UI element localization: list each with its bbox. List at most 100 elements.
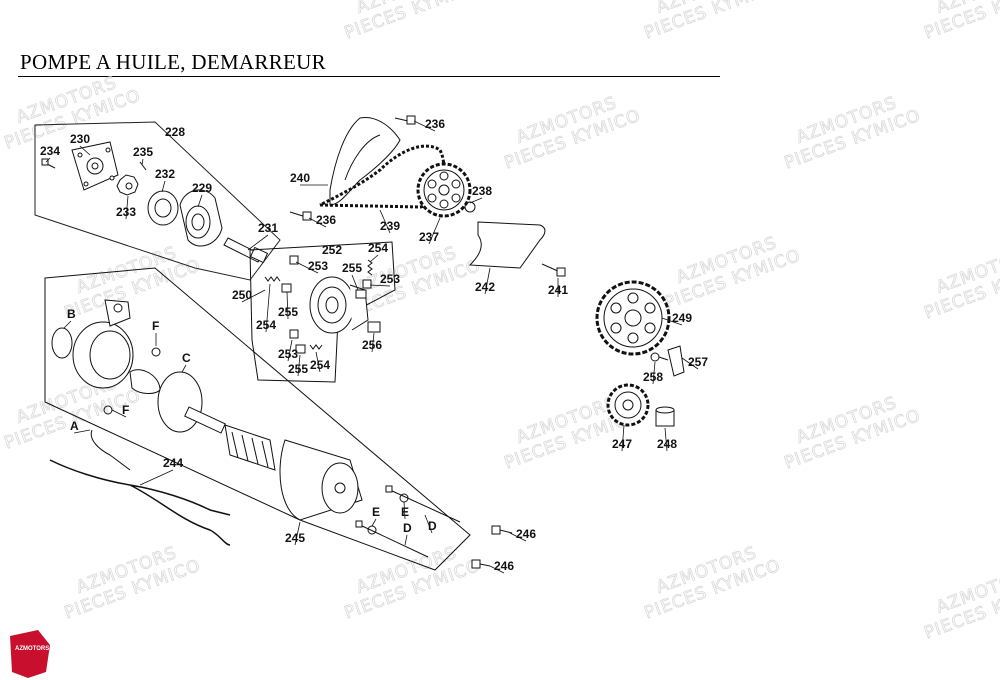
spring-254c: [309, 344, 323, 350]
part-label-p248: 248: [657, 437, 677, 451]
part-label-p229: 229: [192, 181, 212, 195]
chain-group: [289, 115, 476, 221]
wire-harness-244: [49, 459, 231, 546]
part-label-p256: 256: [362, 338, 382, 352]
part-label-p246a: 246: [516, 527, 536, 541]
part-label-pF2: F: [122, 403, 129, 417]
collar-256: [367, 321, 381, 333]
leader-line-p253c: [287, 339, 293, 362]
washer-E1: [367, 525, 377, 535]
part-label-p235: 235: [133, 145, 153, 159]
roller-255b: [281, 283, 292, 293]
shaft-258: [650, 352, 669, 362]
leader-line-p258: [652, 361, 656, 385]
part-label-p239: 239: [380, 219, 400, 233]
part-label-p237: 237: [419, 230, 439, 244]
leader-line-pF2: [111, 409, 127, 418]
starter-clutch-group: [249, 241, 396, 383]
leader-line-p239: [379, 209, 391, 234]
part-label-pC: C: [182, 351, 191, 365]
leader-line-p235: [141, 158, 144, 166]
leader-line-p237: [428, 217, 441, 245]
part-label-pB: B: [67, 307, 76, 321]
leader-line-p236a: [413, 120, 436, 132]
leader-line-p254c: [315, 351, 321, 373]
part-label-p252: 252: [322, 243, 342, 257]
leader-line-pE2: [403, 501, 406, 520]
roller-255a: [355, 289, 367, 299]
leader-line-p253b: [369, 284, 391, 287]
leader-line-p230: [79, 145, 91, 156]
bolt-241: [541, 263, 566, 277]
leader-line-p231: [247, 234, 269, 251]
part-label-p238: 238: [472, 184, 492, 198]
o-ring-B: [51, 327, 73, 359]
azmotors-logo: AZMOTORS: [10, 630, 50, 678]
part-label-p236a: 236: [425, 117, 445, 131]
part-label-p254b: 254: [256, 318, 276, 332]
leader-line-p253a: [295, 261, 319, 274]
part-label-p246b: 246: [494, 559, 514, 573]
part-label-p255b: 255: [278, 305, 298, 319]
long-bolt-D1: [385, 485, 461, 523]
page-title: POMPE A HUILE, DEMARREUR: [20, 50, 326, 74]
leader-line-p254a: [369, 254, 379, 263]
leader-line-p238: [469, 197, 483, 204]
leader-line-p257: [681, 357, 699, 370]
leader-line-p233: [125, 195, 129, 220]
title-underline: [18, 76, 720, 77]
bolt-246-top: [491, 525, 513, 535]
leader-line-p248: [664, 427, 668, 452]
leader-line-pD1: [424, 514, 433, 534]
leader-line-pB: [63, 320, 72, 329]
bolt-246-bottom: [471, 559, 491, 569]
leader-line-p250: [241, 289, 266, 303]
part-label-p234: 234: [40, 144, 60, 158]
outer-rotor: [147, 190, 179, 226]
oil-pump-group-outline: [34, 121, 281, 281]
leader-line-pA: [73, 429, 91, 434]
leader-line-p255c: [297, 354, 301, 377]
part-label-p253a: 253: [308, 259, 328, 273]
leader-line-p242: [484, 267, 491, 295]
part-label-p240: 240: [290, 171, 310, 185]
part-label-p255c: 255: [288, 362, 308, 376]
part-label-p250: 250: [232, 288, 252, 302]
bolt-236-top: [394, 115, 416, 125]
leader-line-p246a: [509, 532, 527, 542]
pump-shaft: [223, 237, 269, 264]
leader-line-p229: [197, 194, 203, 208]
chain-guide-plate: [329, 116, 401, 206]
part-label-p228: 228: [165, 125, 185, 139]
wire-A: [90, 429, 131, 471]
part-label-p253c: 253: [278, 347, 298, 361]
part-label-pF1: F: [152, 319, 159, 333]
part-label-pA: A: [70, 419, 79, 433]
logo-text: AZMOTORS: [15, 646, 49, 652]
brush-holder: [129, 369, 161, 394]
leader-line-p255b: [286, 291, 289, 320]
bushing-248: [655, 406, 675, 427]
part-label-pE1: E: [372, 505, 380, 519]
part-label-pD1: D: [428, 519, 437, 533]
leader-line-p254b: [265, 283, 271, 333]
roller-253c: [289, 329, 299, 339]
part-label-p249: 249: [672, 311, 692, 325]
part-label-p241: 241: [548, 283, 568, 297]
leader-line-pC: [181, 364, 187, 373]
inner-rotor: [116, 174, 139, 196]
part-label-p254c: 254: [310, 358, 330, 372]
leader-line-pD2: [404, 534, 408, 546]
leader-line-p249: [661, 317, 683, 326]
